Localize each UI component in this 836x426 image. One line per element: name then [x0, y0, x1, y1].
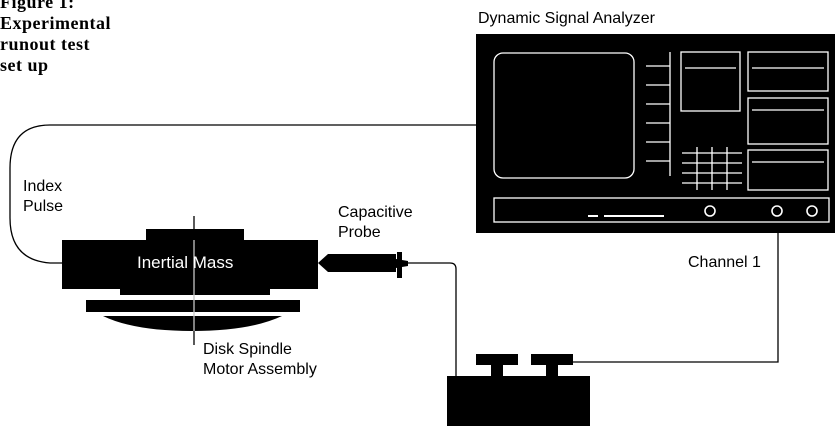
- spindle-assembly-label-line: Disk Spindle: [203, 341, 292, 358]
- inertial-mass: [62, 240, 318, 289]
- capacitive-probe-label-line: Probe: [338, 224, 381, 241]
- dynamic-signal-analyzer: [476, 34, 835, 233]
- probe-amplifier: [447, 354, 590, 426]
- capacitive-probe-label: Capacitive Probe: [338, 203, 413, 243]
- inertial-mass-label: Inertial Mass: [137, 253, 234, 272]
- spindle-hub: [120, 287, 270, 295]
- analyzer-label: Dynamic Signal Analyzer: [478, 10, 655, 27]
- capacitive-probe: [318, 252, 408, 278]
- spindle-assembly-label: Disk Spindle Motor Assembly: [203, 340, 317, 380]
- figure-caption: Figure 1: Experimental runout test set u…: [0, 0, 180, 76]
- inertial-mass-cap: [146, 229, 244, 243]
- motor-base: [103, 316, 282, 331]
- index-pulse-label-line: Pulse: [23, 198, 64, 215]
- caption-line: Figure 1:: [0, 0, 75, 12]
- analyzer-display-panels: [680, 51, 829, 191]
- analyzer-front-panel: [493, 197, 830, 223]
- spindle-assembly-label-line: Motor Assembly: [203, 361, 317, 378]
- analyzer-keypad: [682, 147, 742, 190]
- analyzer-knob: [771, 205, 783, 217]
- index-pulse-label-line: Index: [23, 178, 63, 195]
- probe-cable: [408, 262, 457, 378]
- index-pulse-cable: [9, 124, 476, 264]
- caption-line: runout test: [0, 34, 90, 54]
- analyzer-knob: [806, 205, 818, 217]
- index-pulse-label: Index Pulse: [23, 177, 63, 217]
- caption-line: Experimental: [0, 13, 111, 33]
- analyzer-knob: [704, 205, 716, 217]
- analyzer-screen: [493, 52, 635, 179]
- disk-platter: [86, 300, 300, 312]
- capacitive-probe-label-line: Capacitive: [338, 204, 413, 221]
- disk-spindle-motor-assembly: [62, 216, 318, 345]
- channel-1-cable: [572, 232, 779, 363]
- caption-line: set up: [0, 55, 49, 75]
- analyzer-softkeys: [646, 52, 671, 176]
- channel-1-label: Channel 1: [688, 254, 761, 271]
